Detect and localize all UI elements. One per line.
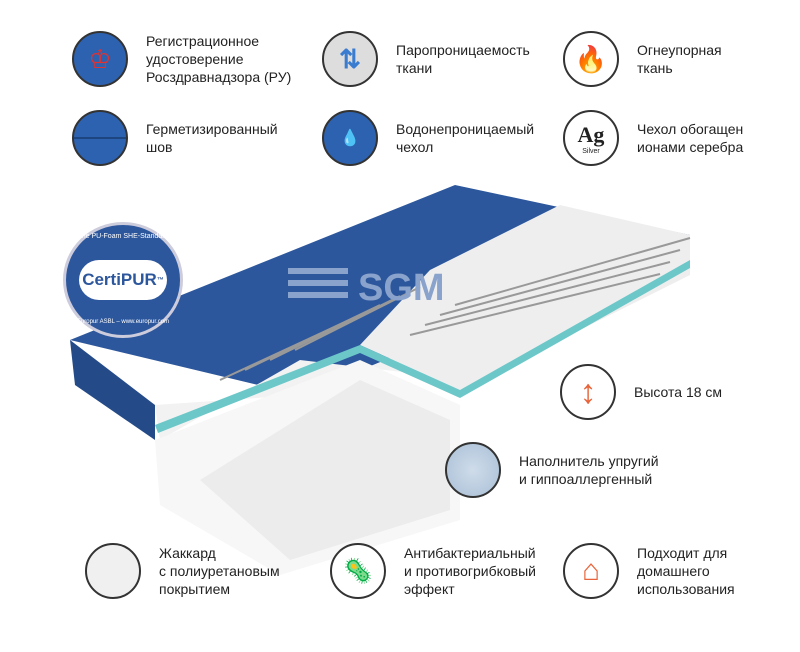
certipur-logo: CertiPUR [82, 270, 157, 289]
jacquard-icon [85, 543, 141, 599]
feature-registration: ♔ Регистрационное удостоверение Росздрав… [72, 31, 291, 87]
emblem-icon: ♔ [72, 31, 128, 87]
feature-fireproof: 🔥 Огнеупорная ткань [563, 31, 722, 87]
feature-height: ↕ Высота 18 см [560, 364, 722, 420]
feature-vapor: ⇅ Паропроницаемость ткани [322, 31, 530, 87]
antibacterial-icon: 🦠 [330, 543, 386, 599]
fire-icon: 🔥 [563, 31, 619, 87]
height-arrow-icon: ↕ [560, 364, 616, 420]
home-icon: ⌂ [563, 543, 619, 599]
water-drops-icon: 💧 [322, 110, 378, 166]
filler-icon [445, 442, 501, 498]
feature-antibacterial: 🦠 Антибактериальный и противогрибковый э… [330, 543, 536, 599]
feature-waterproof: 💧 Водонепроницаемый чехол [322, 110, 534, 166]
seam-icon [72, 110, 128, 166]
watermark: SGM [288, 267, 445, 309]
vapor-icon: ⇅ [322, 31, 378, 87]
feature-home: ⌂ Подходит для домашнего использования [563, 543, 735, 599]
feature-seam: Герметизированный шов [72, 110, 278, 166]
feature-filler: Наполнитель упругий и гиппоаллергенный [445, 442, 659, 498]
svg-text:SGM: SGM [358, 267, 445, 309]
feature-jacquard: Жаккард с полиуретановым покрытием [85, 543, 280, 599]
